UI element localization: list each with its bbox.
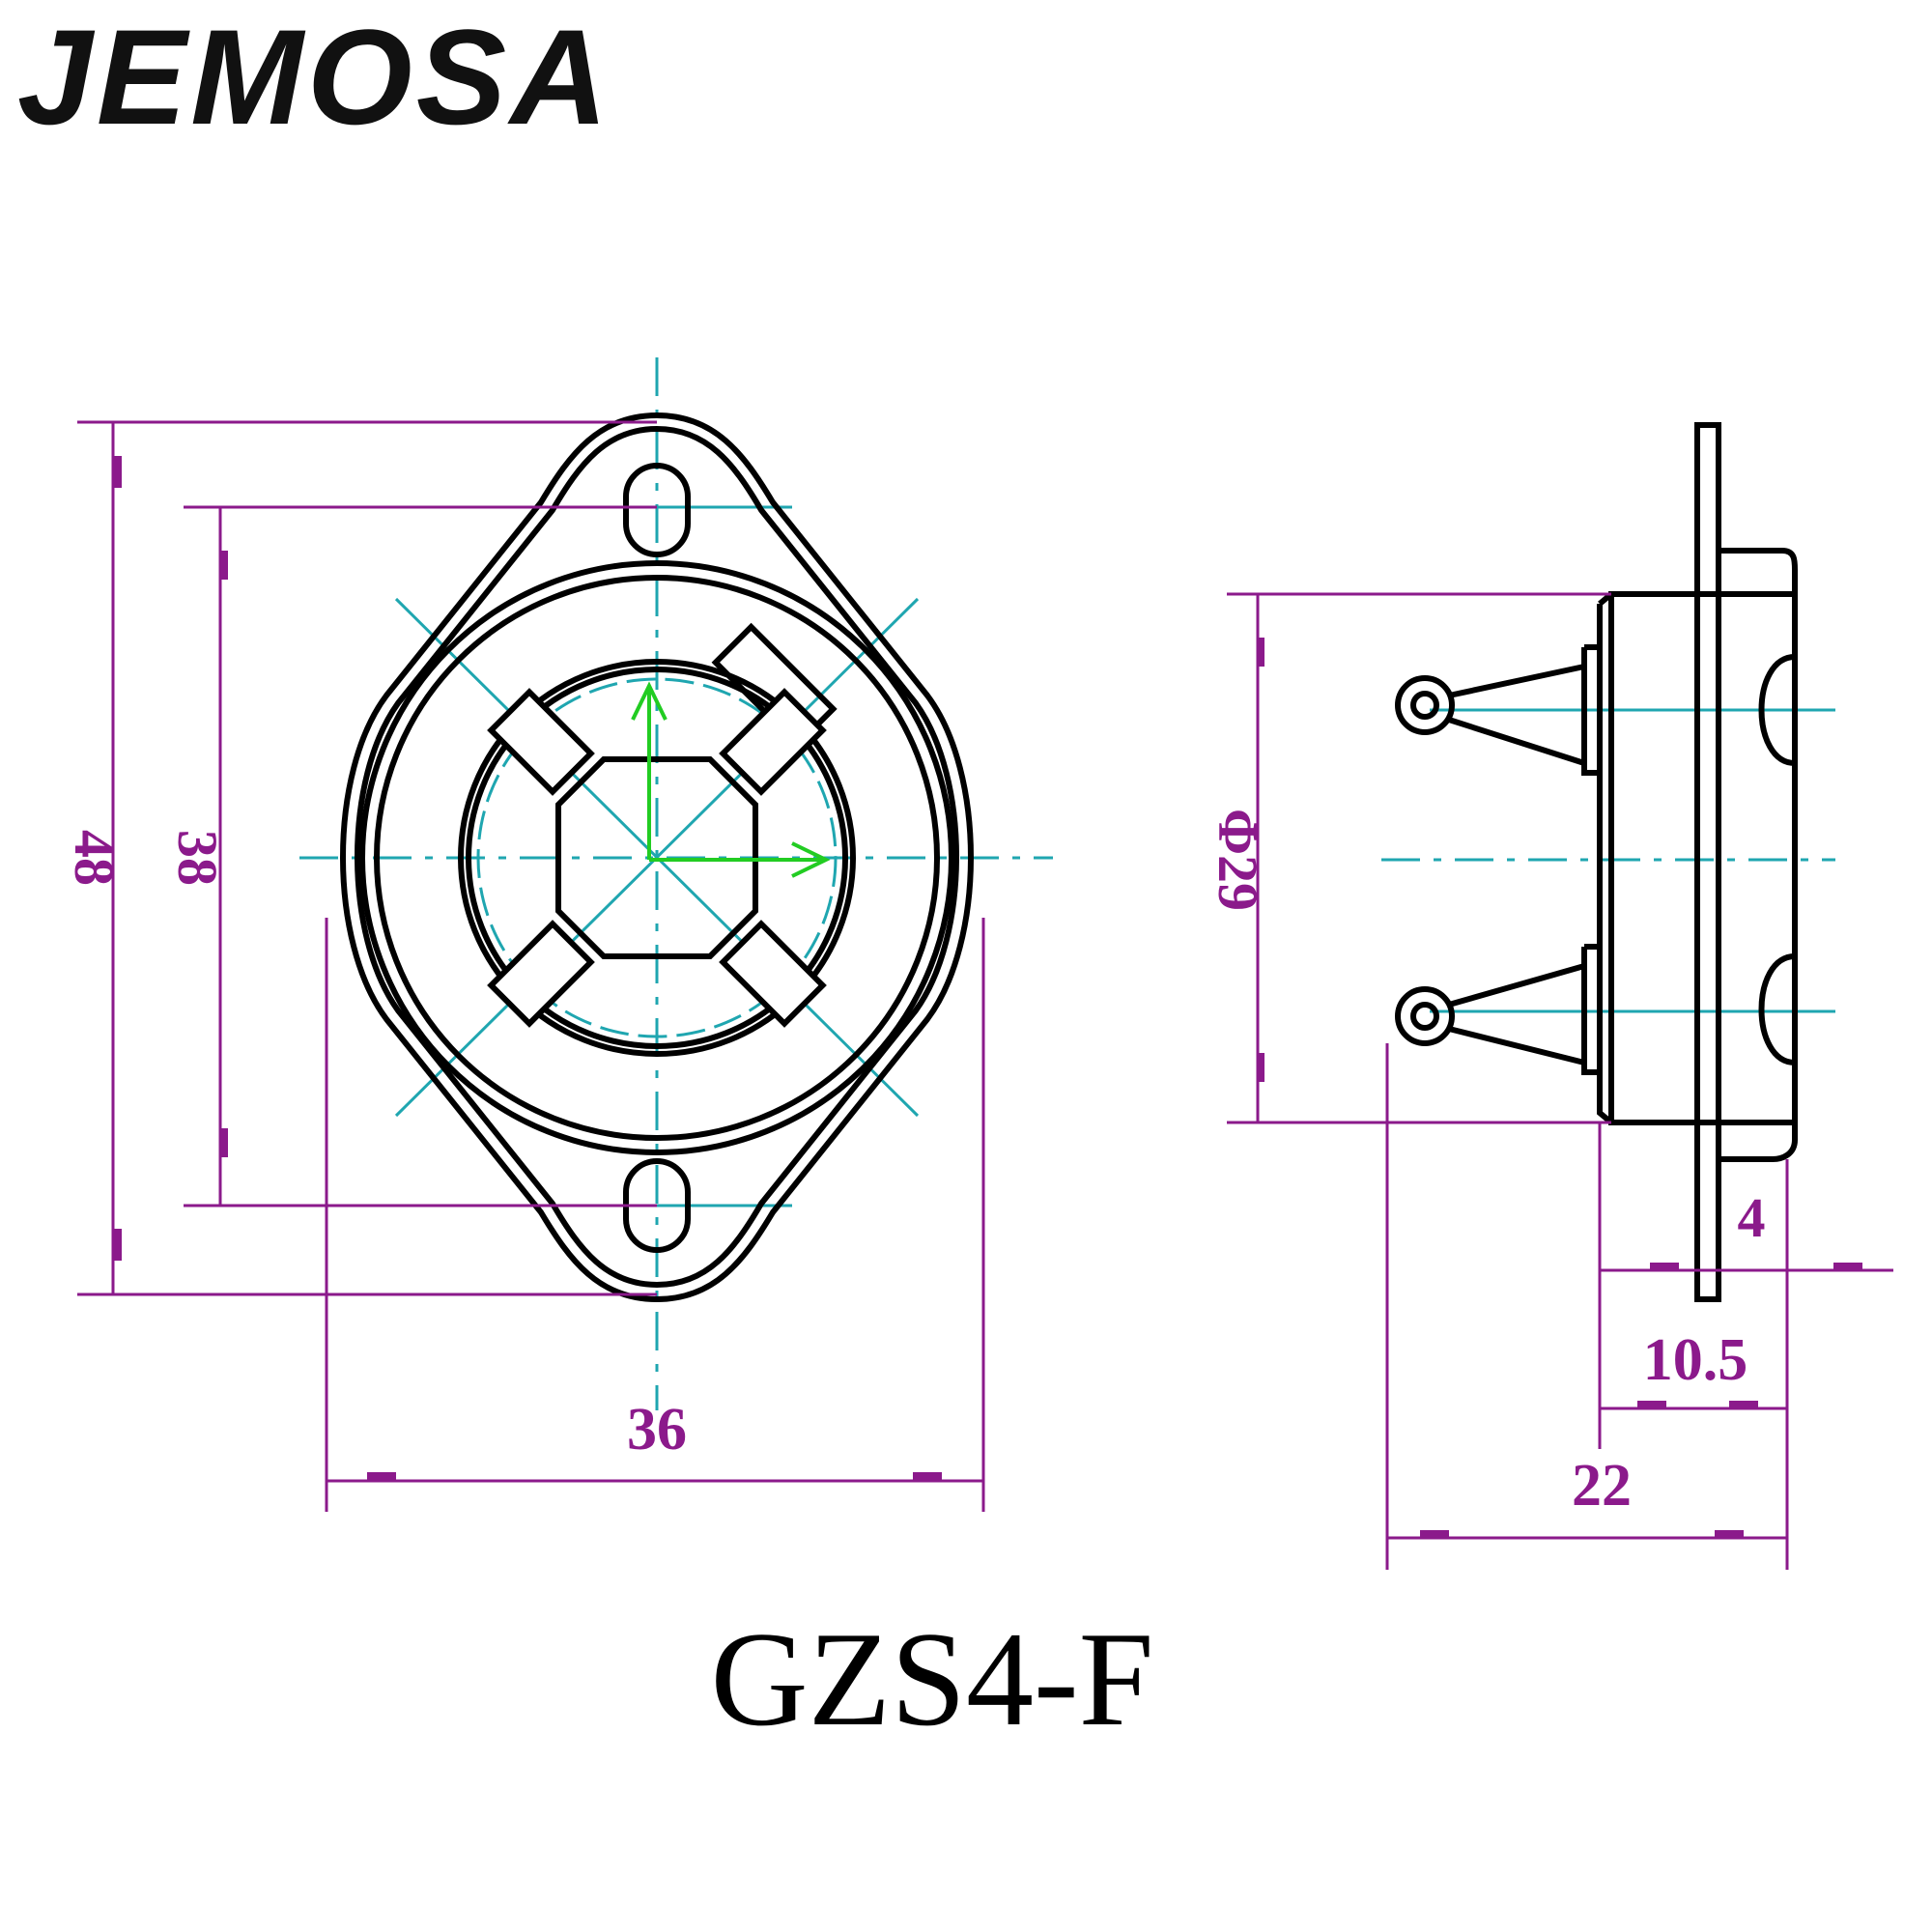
dim-22: 22 [1572, 1453, 1632, 1519]
brand-text: JEMOSA [17, 1, 612, 153]
side-view: Φ29 4 10.5 22 [1207, 422, 1893, 1570]
dim-10-5: 10.5 [1643, 1327, 1748, 1393]
flange-outline [340, 412, 974, 1303]
dim-48: 48 [63, 830, 126, 886]
front-centerlines [299, 357, 1053, 1410]
front-dimension-lines [77, 420, 985, 1512]
front-view: 48 38 36 [63, 357, 1053, 1512]
model-name: GZS4-F [711, 1605, 1154, 1754]
side-dimension-labels: Φ29 4 10.5 22 [1207, 809, 1766, 1519]
pin-contacts [487, 688, 827, 1028]
dim-38: 38 [166, 830, 229, 886]
dim-36: 36 [627, 1397, 687, 1463]
front-dimension-labels: 48 38 36 [63, 830, 687, 1463]
brand-logo: JEMOSA [17, 10, 611, 145]
dim-phi29: Φ29 [1207, 809, 1269, 911]
side-outline [1395, 422, 1798, 1302]
axis-arrows [631, 681, 831, 878]
side-dimension-lines [1227, 592, 1893, 1570]
dim-4: 4 [1738, 1186, 1766, 1249]
